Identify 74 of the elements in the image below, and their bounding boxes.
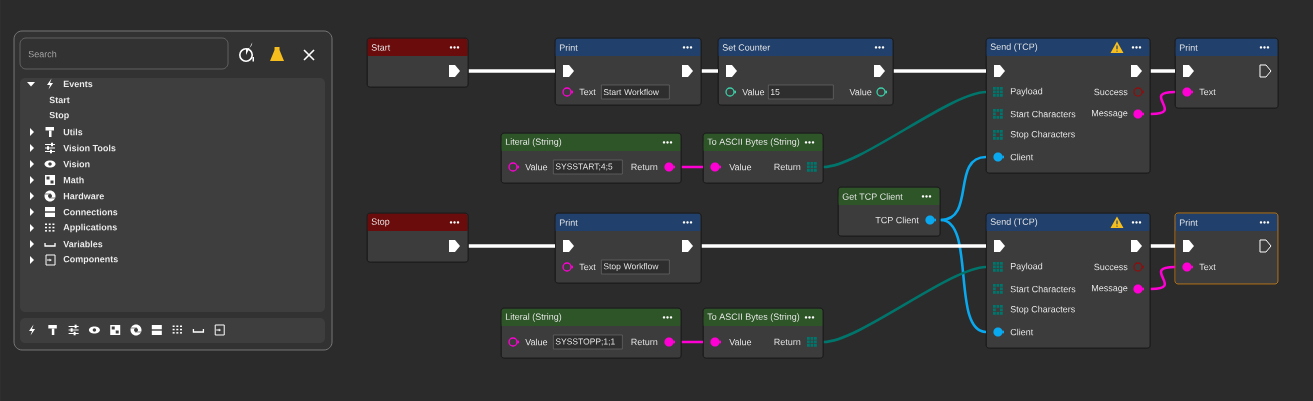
tree-item: Utils — [63, 128, 83, 136]
port-label: Return — [631, 163, 658, 171]
port-label: Message — [1092, 109, 1128, 118]
text-field: SYSSTART;4;5 — [553, 159, 623, 175]
block-title: Start — [371, 44, 391, 51]
tree-item: Hardware — [63, 192, 104, 200]
port-label: Message — [1092, 284, 1128, 293]
block-title: To ASCII Bytes (String) — [707, 313, 800, 322]
port-label: Value — [525, 163, 548, 171]
port-label: Text — [579, 263, 596, 271]
port-label: Value — [729, 163, 752, 171]
search-field: Search — [19, 37, 229, 70]
port-label: Value — [525, 338, 548, 346]
port-label: Stop Characters — [1010, 305, 1075, 315]
block-title: Set Counter — [722, 44, 771, 51]
block-title: Print — [559, 219, 578, 226]
port-label: Start Characters — [1010, 285, 1076, 293]
text-field: 15 — [768, 84, 834, 100]
port-label: Start Characters — [1010, 110, 1076, 118]
port-label: Text — [579, 88, 596, 96]
block-title: Send (TCP) — [990, 218, 1038, 227]
tree-item: Events — [63, 80, 93, 88]
block-title: Stop — [371, 218, 390, 227]
connection-wire — [701, 69, 718, 73]
block-title: Print — [559, 44, 578, 51]
port-label: Payload — [1010, 87, 1043, 97]
block-title: Send (TCP) — [990, 43, 1038, 52]
tree-item: Connections — [63, 208, 118, 216]
port-label: Value — [729, 338, 752, 346]
connection-wire — [1150, 69, 1175, 73]
port-label: Value — [849, 88, 872, 96]
text-field: SYSSTOPP;1;1 — [553, 334, 623, 350]
tree-item: Applications — [63, 223, 117, 233]
text-field: Start Workflow — [601, 84, 670, 100]
port-label: Client — [1010, 328, 1034, 336]
connection-wire — [940, 218, 987, 334]
port-label: Return — [631, 338, 658, 346]
connection-wire — [823, 265, 987, 344]
connection-wire — [893, 69, 986, 73]
block-title: Literal (String) — [505, 138, 562, 147]
connection-wire — [681, 340, 703, 344]
connection-wire — [468, 244, 555, 248]
port-label: Client — [1010, 153, 1034, 161]
connection-wire — [1150, 90, 1176, 116]
port-label: Value — [742, 88, 765, 96]
port-label: Payload — [1010, 262, 1043, 272]
connection-wire — [681, 165, 703, 169]
block-title: Print — [1179, 44, 1198, 51]
block-title: Literal (String) — [505, 313, 562, 322]
connection-wire — [940, 155, 987, 222]
connection-wire — [468, 69, 555, 73]
connection-wire — [701, 244, 986, 248]
port-label: Return — [774, 163, 801, 171]
connection-wire — [823, 90, 987, 169]
connection-wire — [1150, 265, 1176, 291]
connection-wire — [1150, 244, 1175, 248]
block-title: Print — [1179, 219, 1198, 226]
tree-item: Variables — [63, 240, 103, 248]
tree-item: Vision — [63, 160, 90, 168]
block-title: To ASCII Bytes (String) — [707, 138, 800, 147]
port-label: Return — [774, 338, 801, 346]
tree-item: Math — [63, 176, 84, 184]
port-label: Success — [1094, 263, 1128, 271]
tree-item: Components — [63, 255, 118, 265]
tree-item: Stop — [49, 111, 69, 121]
port-label: Text — [1199, 263, 1216, 271]
port-label: Stop Characters — [1010, 130, 1075, 140]
port-label: Text — [1199, 88, 1216, 96]
port-label: TCP Client — [875, 216, 919, 224]
text-field: Stop Workflow — [601, 259, 670, 275]
tree-item: Start — [49, 96, 70, 104]
block-title: Get TCP Client — [842, 193, 903, 200]
port-label: Success — [1094, 88, 1128, 96]
tree-item: Vision Tools — [63, 144, 116, 152]
